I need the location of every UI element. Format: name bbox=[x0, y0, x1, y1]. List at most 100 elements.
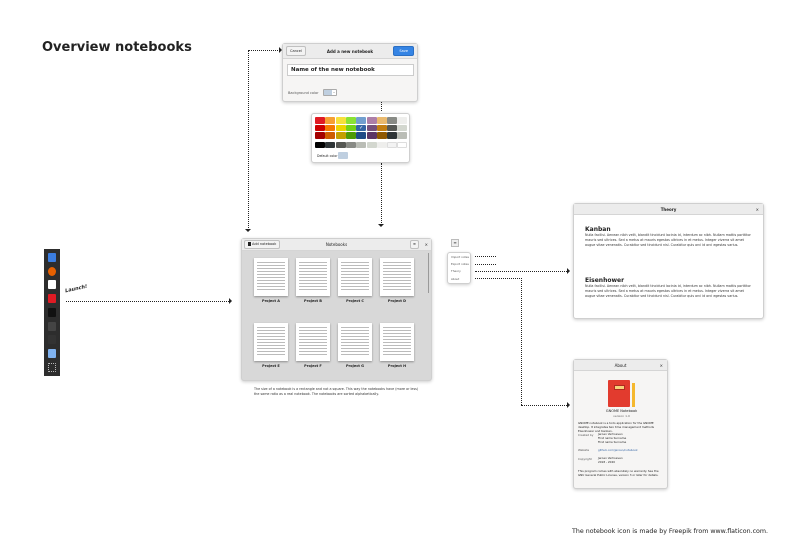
color-swatch[interactable] bbox=[345, 141, 356, 148]
notebook-label: Project C bbox=[346, 299, 364, 303]
apps-grid-icon[interactable] bbox=[48, 362, 56, 372]
ruled-line bbox=[383, 265, 411, 266]
default-color-label: Default color bbox=[317, 154, 338, 158]
document-icon[interactable] bbox=[48, 280, 56, 290]
software-icon[interactable] bbox=[48, 348, 56, 358]
window-title: Notebooks bbox=[325, 242, 348, 247]
color-swatch[interactable] bbox=[387, 124, 398, 131]
notebook-card[interactable] bbox=[380, 323, 414, 361]
notebook-label: Project H bbox=[387, 364, 407, 368]
close-button[interactable]: × bbox=[659, 363, 663, 368]
color-swatch[interactable] bbox=[397, 141, 408, 148]
notebook-label: Project A bbox=[262, 299, 280, 303]
color-swatch[interactable] bbox=[335, 124, 346, 131]
color-swatch[interactable] bbox=[387, 141, 398, 148]
menu-item[interactable]: About bbox=[451, 276, 460, 281]
menu-item[interactable]: Theory bbox=[451, 269, 461, 274]
add-notebook-label: Add notebook bbox=[252, 242, 277, 246]
color-swatch[interactable] bbox=[376, 124, 387, 131]
ruled-line bbox=[341, 283, 369, 284]
notebook-card[interactable] bbox=[380, 258, 414, 296]
color-swatch[interactable] bbox=[356, 141, 367, 148]
ruled-line bbox=[299, 265, 327, 266]
ruled-line bbox=[299, 274, 327, 275]
color-swatch[interactable] bbox=[315, 124, 325, 131]
text-editor-icon[interactable] bbox=[48, 253, 56, 262]
color-swatch[interactable] bbox=[376, 117, 387, 124]
terminal-icon[interactable] bbox=[48, 335, 56, 345]
menu-item[interactable]: Export notes bbox=[451, 261, 469, 266]
color-swatch[interactable] bbox=[366, 141, 377, 148]
ruled-line bbox=[341, 348, 369, 349]
add-notebook-button[interactable]: Add notebook bbox=[244, 240, 281, 249]
color-swatch[interactable] bbox=[325, 117, 336, 124]
notebook-card[interactable] bbox=[338, 258, 372, 296]
color-swatch[interactable] bbox=[397, 132, 408, 139]
notebook-card[interactable] bbox=[338, 323, 372, 361]
ruled-line bbox=[257, 339, 285, 340]
ruled-line bbox=[299, 345, 327, 346]
save-button[interactable]: Save bbox=[393, 46, 414, 56]
notebook-card[interactable] bbox=[254, 323, 288, 361]
color-swatch[interactable] bbox=[335, 132, 346, 139]
color-swatch[interactable] bbox=[325, 141, 336, 148]
section-heading: Kanban bbox=[585, 226, 611, 233]
color-swatch[interactable] bbox=[366, 124, 377, 131]
notebook-label: Project E bbox=[262, 364, 280, 368]
ruled-line bbox=[341, 345, 369, 346]
ruled-line bbox=[383, 327, 411, 328]
cancel-button[interactable]: Cancel bbox=[286, 46, 306, 56]
arrow-head bbox=[245, 229, 251, 235]
menu-item[interactable]: Import notes bbox=[451, 254, 469, 259]
menu-button[interactable]: ≡ bbox=[410, 240, 419, 249]
color-swatch[interactable] bbox=[366, 132, 377, 139]
ruled-line bbox=[257, 336, 285, 337]
color-swatch[interactable] bbox=[376, 132, 387, 139]
color-swatch[interactable] bbox=[356, 132, 367, 139]
notebook-card[interactable] bbox=[296, 323, 330, 361]
connector bbox=[248, 50, 249, 230]
color-swatch[interactable] bbox=[315, 132, 325, 139]
color-swatch[interactable] bbox=[356, 117, 367, 124]
notebook-card[interactable] bbox=[254, 258, 288, 296]
color-swatch[interactable] bbox=[397, 124, 408, 131]
close-button[interactable]: × bbox=[424, 242, 428, 247]
ruled-line bbox=[257, 351, 285, 352]
notebook-name-input[interactable]: Name of the new notebook bbox=[287, 64, 414, 76]
ruled-line bbox=[257, 265, 285, 266]
notebook-card[interactable] bbox=[296, 258, 330, 296]
ruled-line bbox=[341, 351, 369, 352]
color-swatch[interactable] bbox=[387, 117, 398, 124]
default-color-swatch[interactable] bbox=[338, 152, 348, 159]
color-swatch[interactable] bbox=[315, 141, 325, 148]
color-swatch[interactable] bbox=[366, 117, 377, 124]
menu-button-icon[interactable]: ≡ bbox=[451, 239, 459, 247]
color-swatch[interactable] bbox=[345, 124, 356, 131]
color-swatch[interactable] bbox=[315, 117, 325, 124]
ruled-line bbox=[257, 271, 285, 272]
color-swatch[interactable] bbox=[345, 132, 356, 139]
color-swatch[interactable] bbox=[345, 117, 356, 124]
ruled-line bbox=[257, 345, 285, 346]
steam-icon[interactable] bbox=[48, 307, 56, 317]
ruled-line bbox=[383, 351, 411, 352]
color-swatch[interactable] bbox=[376, 141, 387, 148]
color-swatch[interactable] bbox=[387, 132, 398, 139]
close-button[interactable]: × bbox=[755, 207, 759, 212]
color-swatch[interactable] bbox=[335, 117, 346, 124]
copyright-years: 2018 - 2020 bbox=[598, 459, 616, 464]
notebook-icon[interactable] bbox=[48, 294, 56, 304]
color-swatch[interactable] bbox=[325, 124, 336, 131]
color-swatch[interactable] bbox=[325, 132, 336, 139]
scanner-icon[interactable] bbox=[48, 321, 56, 331]
arrow-head bbox=[567, 268, 573, 274]
color-picker-button[interactable]: ⌄ bbox=[323, 89, 337, 96]
website-link[interactable]: github.com/jeroen/notebook bbox=[598, 448, 638, 452]
scrollbar[interactable] bbox=[427, 253, 429, 293]
color-swatch[interactable]: ✓ bbox=[356, 124, 367, 131]
color-swatch[interactable] bbox=[397, 117, 408, 124]
connector bbox=[475, 271, 567, 272]
firefox-icon[interactable] bbox=[48, 266, 56, 276]
color-swatch[interactable] bbox=[335, 141, 346, 148]
